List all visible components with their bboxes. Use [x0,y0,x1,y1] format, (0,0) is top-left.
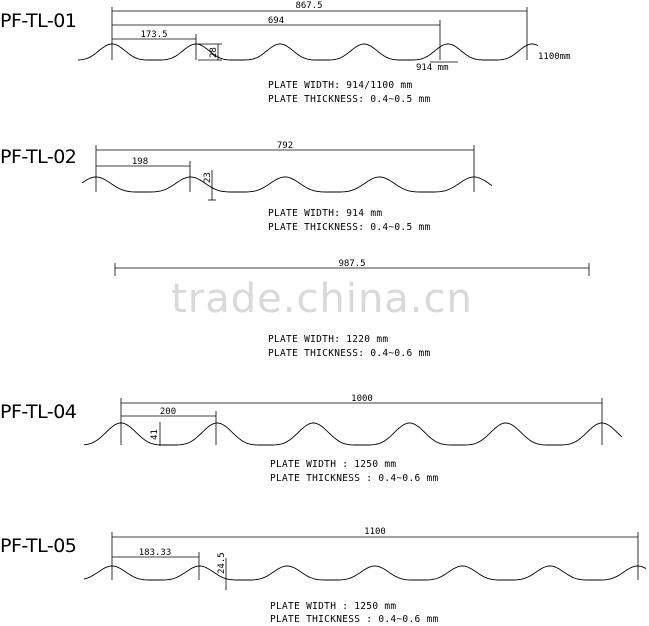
plate-width: PLATE WIDTH: 914/1100 mm [268,80,412,91]
height-dimension: 28 [209,47,219,58]
cover-width: 914 mm [416,63,449,73]
corrugated-profile [83,565,647,581]
overall-dimension: 987.5 [338,259,365,269]
full-width: 1100mm [538,52,571,62]
pitch-dimension: 173.5 [140,30,167,40]
profile-tl-01: PF-TL-01 867.5 694 173.5 28 914 mm 1100m… [0,1,571,105]
plate-thickness: PLATE THICKNESS : 0.4~0.6 mm [270,614,439,622]
plate-thickness: PLATE THICKNESS: 0.4~0.5 mm [268,222,431,233]
pitch-dimension: 183.33 [139,548,172,558]
profile-tl-02: PF-TL-02 792 198 23 PLATE WIDTH: 914 mm … [0,141,493,233]
pitch-dimension: 198 [132,157,148,167]
span-dimension: 694 [268,16,284,26]
plate-thickness: PLATE THICKNESS: 0.4~0.6 mm [268,348,431,359]
profile-tl-04: PF-TL-04 1000 200 41 PLATE WIDTH : 1250 … [0,394,623,484]
overall-dimension: 792 [277,141,293,151]
corrugated-profile [78,43,539,61]
plate-width: PLATE WIDTH : 1250 mm [270,459,396,470]
profile-code: PF-TL-04 [0,401,77,423]
corrugated-profile [83,422,623,446]
plate-thickness: PLATE THICKNESS : 0.4~0.6 mm [270,473,439,484]
height-dimension: 23 [203,172,213,183]
plate-thickness: PLATE THICKNESS: 0.4~0.5 mm [268,94,431,105]
watermark: trade.china.cn [171,276,473,322]
overall-dimension: 1000 [351,394,373,404]
pitch-dimension: 200 [160,407,176,417]
profile-tl-05: PF-TL-05 1100 183.33 24.5 PLATE WIDTH : … [0,527,647,625]
corrugated-profile [81,176,493,193]
profile-code: PF-TL-02 [0,146,76,168]
profile-code: PF-TL-01 [0,10,76,32]
plate-width: PLATE WIDTH : 1250 mm [270,601,396,612]
overall-dimension: 867.5 [295,1,322,11]
profile-code: PF-TL-05 [0,535,76,557]
overall-dimension: 1100 [364,527,386,537]
plate-width: PLATE WIDTH: 914 mm [268,208,382,219]
height-dimension: 24.5 [217,552,227,574]
plate-width: PLATE WIDTH: 1220 mm [268,334,388,345]
height-dimension: 41 [150,429,160,440]
profile-tl-03: 987.5 trade.china.cn PLATE WIDTH: 1220 m… [114,259,590,359]
